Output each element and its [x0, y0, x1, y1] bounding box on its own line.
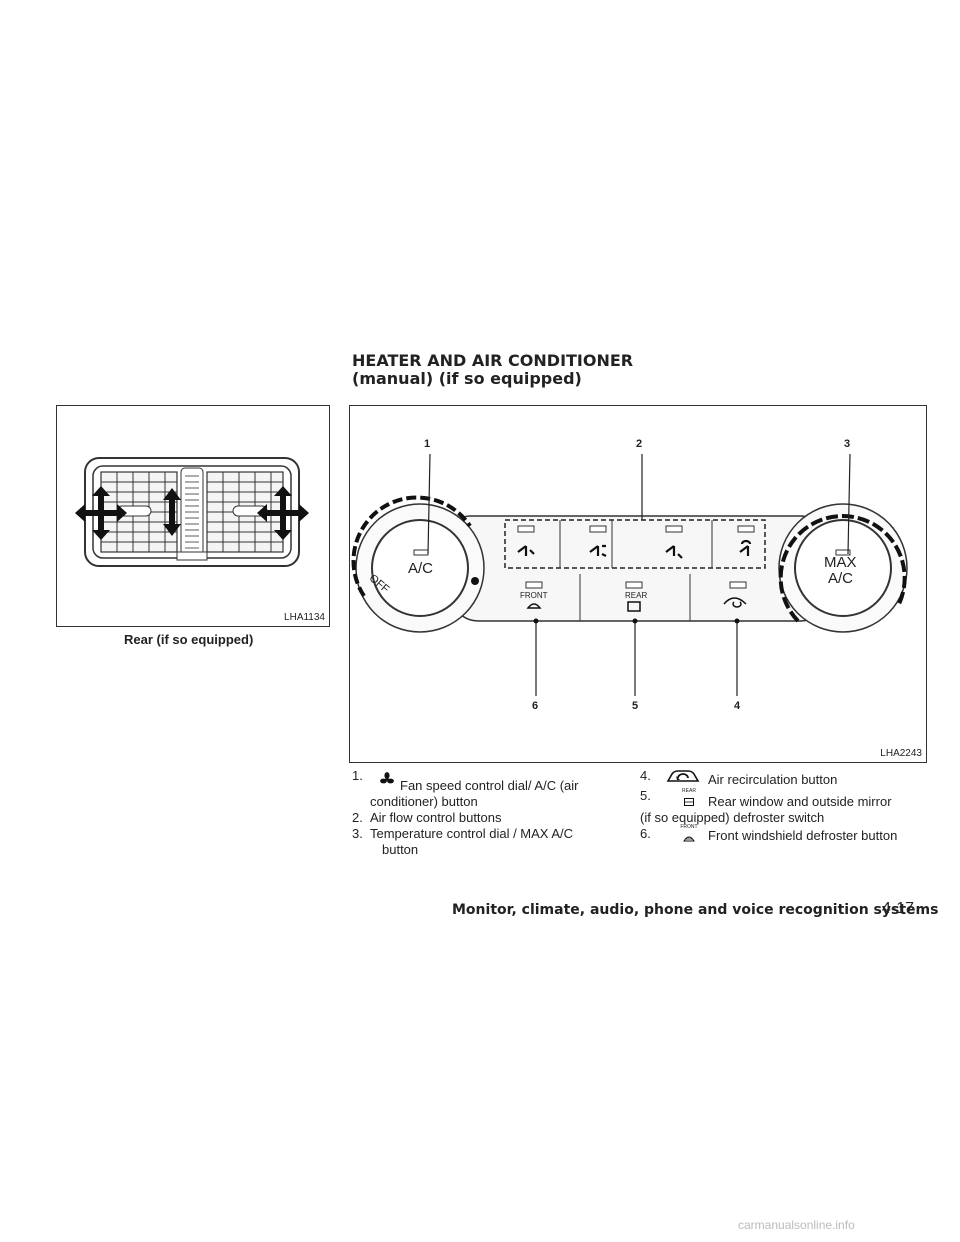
item-text: Rear window and outside mirror — [708, 794, 892, 809]
figure-caption: Rear (if so equipped) — [124, 632, 254, 647]
rear-vent-figure: LHA1134 — [56, 405, 330, 627]
rear-vent-illustration — [75, 457, 309, 567]
list-item: 6. FRONT Front windshield defroster butt… — [640, 824, 930, 846]
callout-5: 5 — [632, 700, 639, 712]
dial-right-label-max: MAX — [824, 554, 857, 571]
rear-icon-label: REAR — [682, 788, 696, 794]
item-text-cont: button — [382, 842, 419, 857]
callout-6: 6 — [532, 700, 539, 712]
callout-2: 2 — [636, 438, 643, 450]
front-button-label: FRONT — [520, 591, 548, 600]
item-list-right: 4. Air recirculation button 5. REAR Rear… — [640, 768, 930, 848]
item-text: Air flow control buttons — [370, 810, 502, 825]
item-number: 2. — [352, 810, 363, 825]
item-number: 1. — [352, 768, 363, 783]
item-text: Front windshield defroster button — [708, 828, 898, 843]
control-panel-illustration — [351, 453, 908, 696]
front-defroster-glyph — [683, 836, 695, 842]
recirculation-icon — [666, 770, 700, 782]
item-text: Temperature control dial / MAX A/C — [370, 826, 574, 841]
page-number: 4-17 — [882, 900, 915, 917]
section-title-line1: HEATER AND AIR CONDITIONER — [352, 351, 634, 370]
figure-code: LHA1134 — [284, 612, 325, 623]
item-list-left: 1. Fan speed control dial/ A/C (air cond… — [352, 768, 622, 858]
item-text: Air recirculation button — [708, 772, 838, 787]
rear-defroster-glyph — [684, 798, 694, 806]
item-number: 3. — [352, 826, 363, 841]
item-number: 6. — [640, 826, 651, 841]
list-item: 5. REAR Rear window and outside mirror (… — [640, 788, 930, 825]
control-panel-figure: 1 2 3 4 5 6 A/C OFF MAX A/C FRONT REAR L… — [349, 405, 927, 763]
section-title: HEATER AND AIR CONDITIONER (manual) (if … — [352, 352, 633, 388]
rear-defroster-icon: REAR — [682, 788, 696, 810]
front-defroster-icon: FRONT — [680, 824, 698, 846]
list-item: 1. Fan speed control dial/ A/C (air cond… — [352, 768, 622, 809]
watermark: carmanualsonline.info — [738, 1218, 855, 1232]
fan-icon — [380, 772, 394, 784]
callout-4: 4 — [734, 700, 741, 712]
figure-code: LHA2243 — [880, 748, 922, 759]
list-item: 3. Temperature control dial / MAX A/C bu… — [352, 826, 622, 858]
footer-section-name: Monitor, climate, audio, phone and voice… — [452, 902, 939, 918]
item-text-cont: (if so equipped) defroster switch — [640, 810, 825, 825]
section-title-line2: (manual) (if so equipped) — [352, 369, 582, 388]
item-number: 4. — [640, 768, 651, 783]
dial-left-label: A/C — [408, 560, 434, 577]
list-item: 4. Air recirculation button — [640, 768, 930, 788]
callout-3: 3 — [844, 438, 851, 450]
item-text-cont: conditioner) button — [370, 794, 478, 809]
front-icon-label: FRONT — [680, 824, 698, 830]
item-text: Fan speed control dial/ A/C (air — [400, 778, 579, 793]
callout-1: 1 — [424, 438, 431, 450]
item-number: 5. — [640, 788, 651, 803]
rear-button-label: REAR — [625, 591, 648, 600]
list-item: 2. Air flow control buttons — [352, 810, 622, 826]
dial-right-label-ac: A/C — [828, 570, 854, 587]
